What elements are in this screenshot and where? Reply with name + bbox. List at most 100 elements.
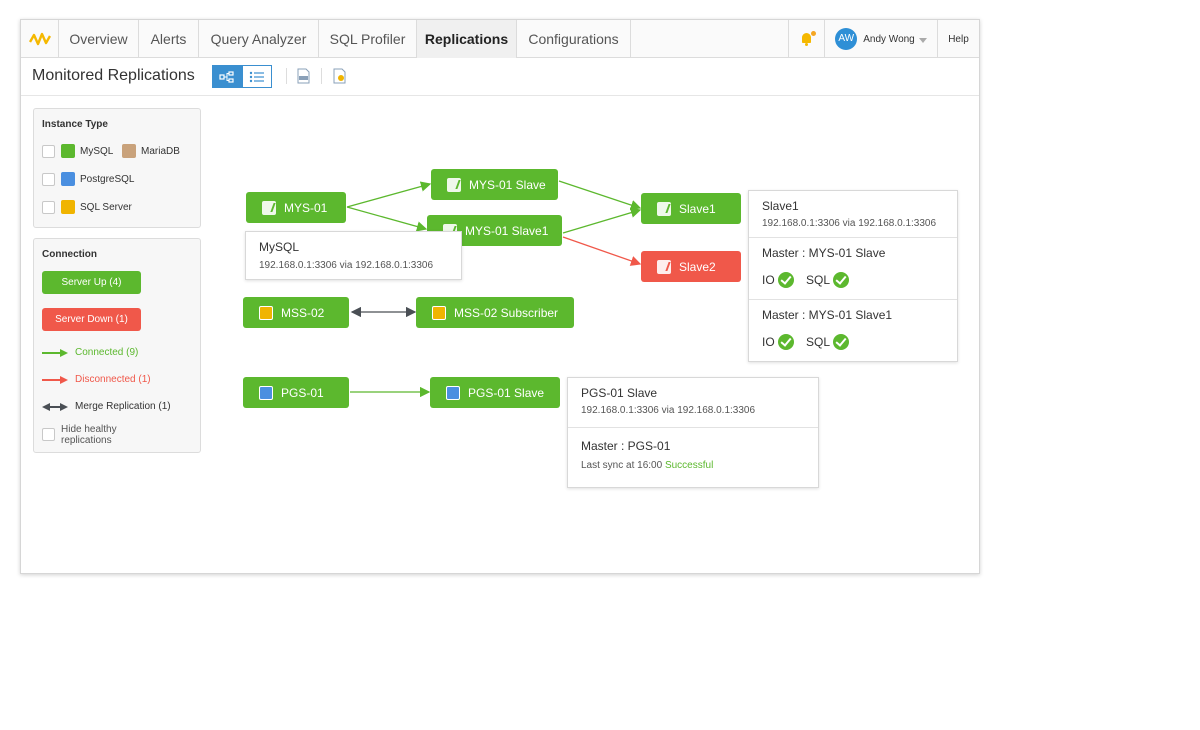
list-view-button[interactable]: [242, 65, 272, 88]
node-label: MSS-02: [281, 305, 325, 320]
card-address: 192.168.0.1:3306 via 192.168.0.1:3306: [762, 218, 937, 229]
mariadb-icon: [122, 144, 136, 158]
sql-status-icon: [833, 272, 849, 288]
node-slave1[interactable]: Slave1: [641, 193, 741, 224]
node-label: MSS-02 Subscriber: [454, 305, 559, 320]
card-address: 192.168.0.1:3306 via 192.168.0.1:3306: [581, 405, 756, 416]
tab-query-analyzer[interactable]: Query Analyzer: [199, 20, 319, 58]
edge-mys01-slave1[interactable]: [346, 206, 428, 232]
instance-type-title: Instance Type: [42, 119, 108, 130]
disconnected-legend[interactable]: Disconnected (1): [75, 374, 151, 385]
edge-slave1-slave2[interactable]: [562, 236, 642, 266]
hide-healthy-label: Hide healthy replications: [61, 424, 117, 446]
sync-time: Last sync at 16:00: [581, 460, 663, 471]
sqlserver-icon: [432, 305, 446, 320]
postgresql-icon: [61, 172, 75, 186]
server-up-filter[interactable]: Server Up (4): [42, 271, 141, 294]
tab-configurations[interactable]: Configurations: [517, 20, 631, 58]
master-label: Master : PGS-01: [581, 439, 671, 453]
postgresql-checkbox[interactable]: [42, 173, 55, 186]
hide-healthy-checkbox[interactable]: [42, 428, 55, 441]
replication-graph: [346, 180, 642, 398]
toolbar: Monitored Replications: [21, 58, 979, 96]
mariadb-label: MariaDB: [141, 146, 180, 157]
app-window: Overview Alerts Query Analyzer SQL Profi…: [20, 19, 980, 574]
sqlserver-label: SQL Server: [80, 202, 132, 213]
mysql-info-card: MySQL 192.168.0.1:3306 via 192.168.0.1:3…: [245, 231, 462, 280]
postgresql-icon: [259, 385, 273, 400]
help-link[interactable]: Help: [937, 20, 979, 58]
sqlserver-icon: [259, 305, 273, 320]
node-pgs01[interactable]: PGS-01: [243, 377, 349, 408]
mysql-icon: [657, 259, 671, 274]
node-mss02[interactable]: MSS-02: [243, 297, 349, 328]
page-title: Monitored Replications: [32, 67, 195, 84]
toolbar-divider: [321, 68, 322, 84]
master-label: Master : MYS-01 Slave1: [762, 308, 893, 322]
card-title: Slave1: [762, 199, 799, 213]
connected-legend[interactable]: Connected (9): [75, 347, 139, 358]
sqlserver-icon: [61, 200, 75, 214]
export-file-icon[interactable]: [333, 68, 346, 84]
postgresql-label: PostgreSQL: [80, 174, 135, 185]
node-label: Slave2: [679, 259, 716, 274]
sql-label: SQL: [806, 335, 831, 349]
node-mss02-subscriber[interactable]: MSS-02 Subscriber: [416, 297, 574, 328]
app-logo[interactable]: [21, 20, 59, 58]
connection-title: Connection: [42, 249, 97, 260]
tab-alerts[interactable]: Alerts: [139, 20, 199, 58]
divider: [749, 237, 957, 238]
sqlserver-checkbox[interactable]: [42, 201, 55, 214]
node-pgs01-slave[interactable]: PGS-01 Slave: [430, 377, 560, 408]
node-label: MYS-01 Slave: [469, 177, 546, 192]
avatar: AW: [835, 28, 858, 50]
io-status-icon: [778, 272, 794, 288]
io-label: IO: [762, 273, 775, 287]
toolbar-divider: [286, 68, 287, 84]
export-pdf-icon[interactable]: [297, 68, 310, 84]
instance-type-panel: Instance Type MySQL MariaDB PostgreSQL S…: [33, 108, 201, 228]
node-slave2[interactable]: Slave2: [641, 251, 741, 282]
list-icon: [249, 71, 264, 82]
io-label: IO: [762, 335, 775, 349]
edge-slave-slave1[interactable]: [558, 180, 642, 211]
divider: [568, 427, 818, 428]
bell-icon: [800, 31, 816, 46]
pgs-info-card: PGS-01 Slave 192.168.0.1:3306 via 192.16…: [567, 377, 819, 488]
chevron-down-icon: [918, 37, 927, 43]
divider: [749, 299, 957, 300]
postgresql-icon: [446, 385, 460, 400]
mysql-icon: [61, 144, 75, 158]
io-status-icon: [778, 334, 794, 350]
merge-line-icon: [42, 403, 68, 411]
tab-sql-profiler[interactable]: SQL Profiler: [319, 20, 417, 58]
logo-icon: [28, 32, 51, 46]
card-address: 192.168.0.1:3306 via 192.168.0.1:3306: [259, 260, 434, 271]
mysql-icon: [447, 177, 461, 192]
node-label: MYS-01: [284, 200, 328, 215]
user-menu[interactable]: AW Andy Wong: [824, 20, 937, 58]
slave1-info-card: Slave1 192.168.0.1:3306 via 192.168.0.1:…: [748, 190, 958, 362]
mysql-checkbox[interactable]: [42, 145, 55, 158]
notifications-button[interactable]: [788, 20, 824, 58]
master-label: Master : MYS-01 Slave: [762, 246, 886, 260]
sql-status-icon: [833, 334, 849, 350]
edge-slave1-slave1[interactable]: [562, 207, 642, 234]
tab-replications[interactable]: Replications: [417, 20, 517, 58]
topology-icon: [219, 70, 234, 83]
edge-mys01-slave[interactable]: [346, 181, 432, 208]
node-mys01-slave[interactable]: MYS-01 Slave: [431, 169, 558, 200]
card-title: MySQL: [259, 240, 300, 254]
server-down-filter[interactable]: Server Down (1): [42, 308, 141, 331]
node-mys01[interactable]: MYS-01: [246, 192, 346, 223]
mysql-icon: [657, 201, 671, 216]
topology-view-button[interactable]: [212, 65, 242, 88]
node-label: Slave1: [679, 201, 716, 216]
top-nav: Overview Alerts Query Analyzer SQL Profi…: [21, 20, 979, 58]
merge-legend[interactable]: Merge Replication (1): [75, 401, 171, 412]
tab-overview[interactable]: Overview: [59, 20, 139, 58]
mysql-label: MySQL: [80, 146, 114, 157]
mysql-icon: [262, 200, 276, 215]
sql-label: SQL: [806, 273, 831, 287]
node-label: PGS-01 Slave: [468, 385, 545, 400]
